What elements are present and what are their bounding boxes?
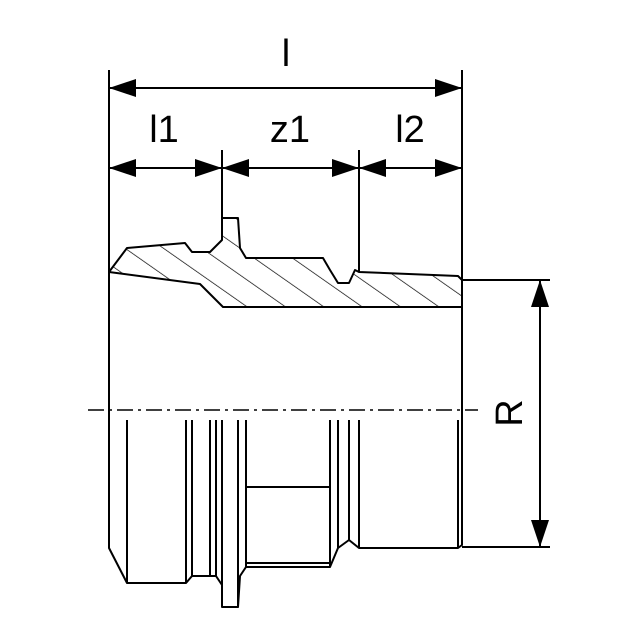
extension-lines [108, 70, 550, 548]
arrowhead [531, 280, 549, 307]
hatched-wall-section [108, 217, 463, 308]
label-left-length: l1 [149, 109, 179, 151]
exterior-silhouette [108, 410, 463, 608]
label-right-length: l2 [395, 109, 425, 151]
dimension-segment-lengths [109, 159, 462, 177]
arrowhead [109, 159, 136, 177]
arrowhead [222, 159, 249, 177]
fitting-exterior-lower [108, 410, 463, 608]
arrowhead [332, 159, 359, 177]
dimension-overall-length [109, 79, 462, 97]
fitting-bore-outline [108, 272, 463, 410]
arrowhead [435, 79, 462, 97]
dimension-thread-size [531, 280, 549, 547]
arrowhead [109, 79, 136, 97]
arrowhead [435, 159, 462, 177]
arrowhead [195, 159, 222, 177]
label-middle-length: z1 [270, 109, 310, 151]
fitting-section-upper [108, 217, 463, 308]
label-overall-length: l [282, 33, 290, 75]
arrowhead [531, 520, 549, 547]
arrowhead [359, 159, 386, 177]
label-thread-size: R [489, 399, 531, 426]
